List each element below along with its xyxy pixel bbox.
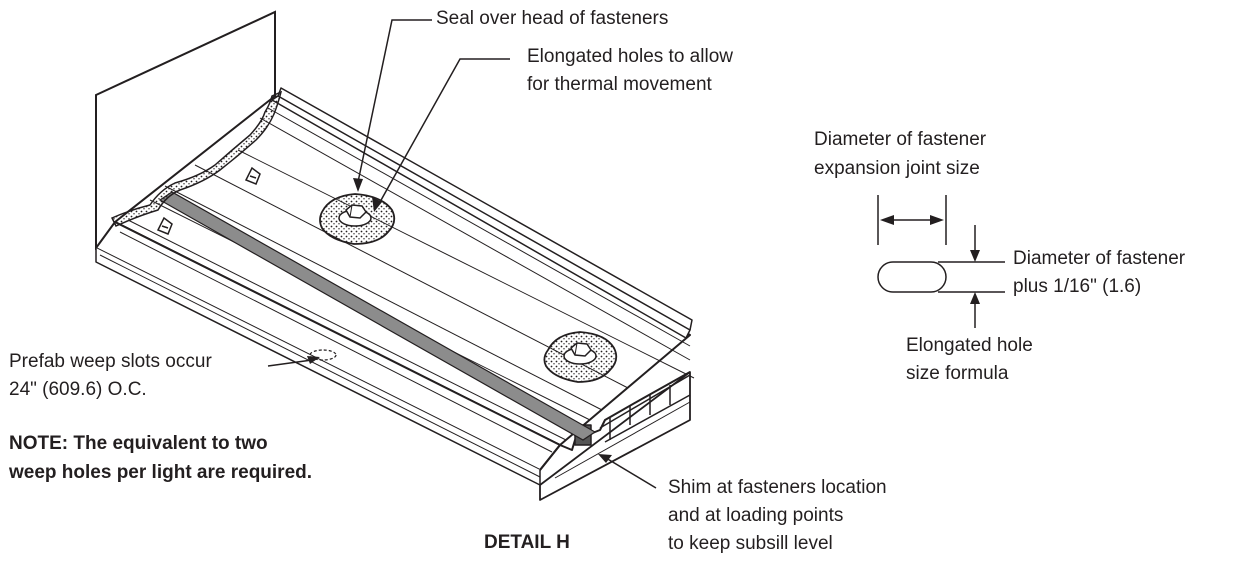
clip-back — [244, 166, 261, 185]
detail-title: DETAIL H — [484, 532, 570, 553]
label-shim-line1: Shim at fasteners location — [668, 477, 887, 498]
note-line2: weep holes per light are required. — [9, 462, 313, 483]
label-diameter-expansion-line2: expansion joint size — [814, 158, 980, 179]
label-elongated-holes-line2: for thermal movement — [527, 74, 712, 95]
label-elongated-holes-line1: Elongated holes to allow — [527, 46, 733, 67]
leader-lines — [267, 19, 1005, 489]
label-shim-line2: and at loading points — [668, 505, 844, 526]
weep-slot — [309, 349, 337, 361]
label-weep-slots-line1: Prefab weep slots occur — [9, 351, 212, 372]
fastener-seal-upper — [319, 193, 396, 245]
sealant-bead — [110, 90, 283, 227]
label-shim-line3: to keep subsill level — [668, 533, 833, 554]
elongated-slot-shape — [877, 261, 947, 293]
label-hole-formula-line1: Elongated hole — [906, 335, 1033, 356]
fastener-seal-lower — [543, 331, 618, 383]
label-weep-slots-line2: 24" (609.6) O.C. — [9, 379, 147, 400]
clip-left — [156, 216, 173, 235]
label-diameter-plus-line2: plus 1/16" (1.6) — [1013, 276, 1142, 297]
subsill-extrusion — [95, 87, 695, 501]
label-diameter-expansion-line1: Diameter of fastener — [814, 129, 987, 150]
arrowheads — [307, 178, 980, 463]
label-diameter-plus-line1: Diameter of fastener — [1013, 248, 1186, 269]
label-hole-formula-line2: size formula — [906, 363, 1009, 384]
note-line1: NOTE: The equivalent to two — [9, 433, 268, 454]
label-seal-over-head: Seal over head of fasteners — [436, 8, 669, 29]
